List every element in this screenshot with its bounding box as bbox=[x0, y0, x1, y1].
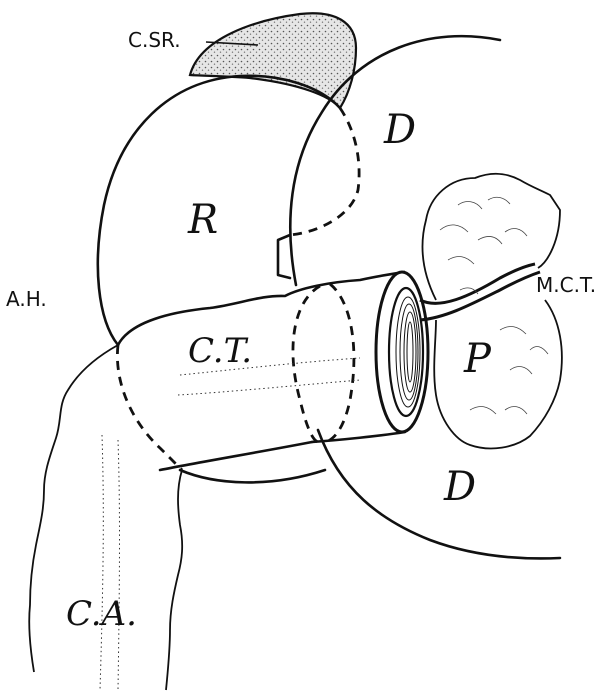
label-d-top: D bbox=[383, 107, 416, 153]
label-p: P bbox=[463, 336, 492, 382]
kidney-hidden-contour bbox=[290, 108, 359, 235]
colon-taenia-lines bbox=[100, 358, 360, 690]
kidney-lower-outline bbox=[180, 470, 325, 482]
label-ah: A.H. bbox=[6, 287, 47, 311]
label-ct: C.T. bbox=[188, 331, 252, 371]
pancreas-lobule-marks bbox=[440, 197, 548, 414]
mesocolon-line-lower bbox=[420, 272, 540, 320]
label-csr: C.SR. bbox=[128, 28, 181, 52]
kidney-outline bbox=[98, 76, 340, 345]
transverse-colon-outline bbox=[118, 272, 404, 345]
kidney-hidden-lower bbox=[117, 345, 182, 470]
pancreas-outline bbox=[423, 174, 562, 449]
transverse-colon-lower bbox=[312, 432, 405, 442]
mesocolon-line bbox=[420, 264, 535, 303]
colon-hidden-ring bbox=[293, 286, 320, 442]
kidney-hilum bbox=[278, 235, 290, 278]
label-mct: M.C.T. bbox=[536, 273, 596, 297]
colon-hidden-ring-right bbox=[325, 284, 354, 442]
suprarenal-gland bbox=[190, 13, 356, 108]
label-d-bottom: D bbox=[443, 464, 476, 510]
duodenum-lower-outline bbox=[318, 430, 560, 558]
label-ca: C.A. bbox=[66, 594, 137, 634]
ascending-colon-right-wall bbox=[166, 470, 182, 690]
transverse-colon-bottom bbox=[160, 442, 312, 470]
label-r: R bbox=[187, 197, 218, 243]
